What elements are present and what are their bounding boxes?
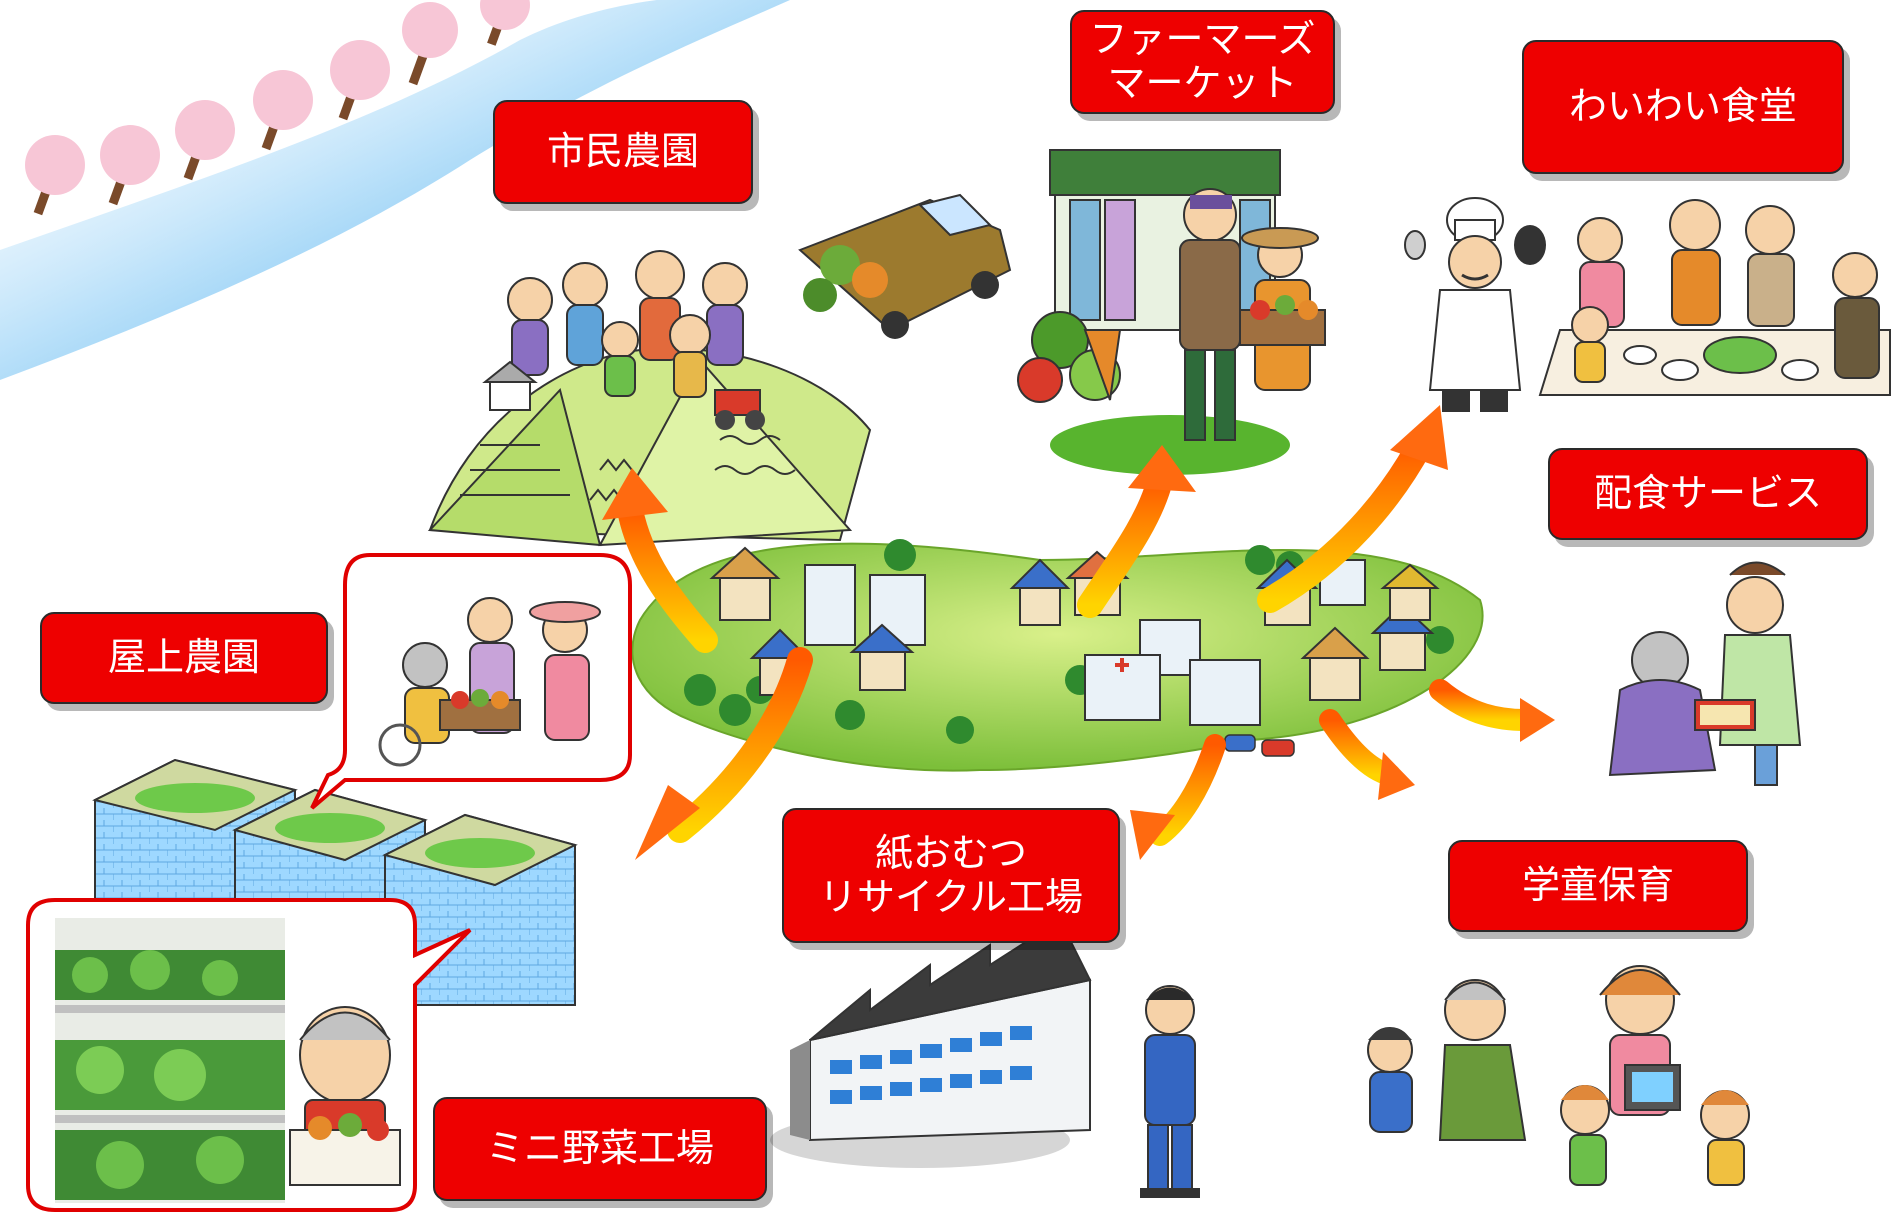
label-waiwai-shokudo: わいわい食堂 xyxy=(1522,40,1844,174)
meal-delivery-illustration xyxy=(1608,561,1802,786)
cherry-tree-row xyxy=(25,0,530,216)
river-with-cherry-trees-illustration xyxy=(0,0,790,380)
flow-arrows xyxy=(602,405,1555,860)
label-gakudo-hoiku: 学童保育 xyxy=(1448,840,1748,932)
rooftop-farm-buildings-illustration xyxy=(92,758,578,1006)
label-mini-yasai: ミニ野菜工場 xyxy=(433,1097,767,1201)
arrow-to-chef xyxy=(1257,405,1448,613)
childcare-illustration xyxy=(1367,965,1750,1186)
elderly-care-callout xyxy=(310,553,632,810)
produce-truck-illustration xyxy=(798,193,1012,339)
arrow-to-rooftop-farm xyxy=(635,647,813,860)
market-stall-illustration xyxy=(1017,149,1326,475)
town-houses xyxy=(709,546,1440,726)
town-cars xyxy=(1224,734,1295,757)
indoor-vegetable-shelves-photo xyxy=(55,918,285,1203)
elderly-farmer-illustration xyxy=(289,1006,401,1186)
label-haishoku-service: 配食サービス xyxy=(1548,448,1868,540)
elderly-care-vegetables-illustration xyxy=(378,597,601,767)
arrow-to-childcare xyxy=(1319,709,1415,800)
arrow-to-diaper-factory xyxy=(1130,734,1226,860)
label-shimin-noen: 市民農園 xyxy=(493,100,753,204)
arrow-to-community-garden xyxy=(602,468,718,653)
hydroponics-callout xyxy=(26,898,472,1212)
garden-people-group xyxy=(507,250,748,398)
label-kami-omutsu: 紙おむつ リサイクル工場 xyxy=(782,808,1120,943)
factory-worker-illustration xyxy=(1140,985,1200,1198)
arrow-to-market xyxy=(1077,445,1196,618)
arrow-to-meal-delivery xyxy=(1429,679,1555,742)
chef-illustration xyxy=(1404,197,1546,412)
label-farmers-market: ファーマーズ マーケット xyxy=(1070,10,1335,114)
dining-group-illustration xyxy=(1538,199,1891,396)
factory-illustration xyxy=(770,918,1092,1168)
small-tractor xyxy=(714,389,765,430)
community-garden-illustration xyxy=(427,250,872,547)
label-okujo-noen: 屋上農園 xyxy=(40,612,328,704)
small-house-left xyxy=(482,360,538,411)
